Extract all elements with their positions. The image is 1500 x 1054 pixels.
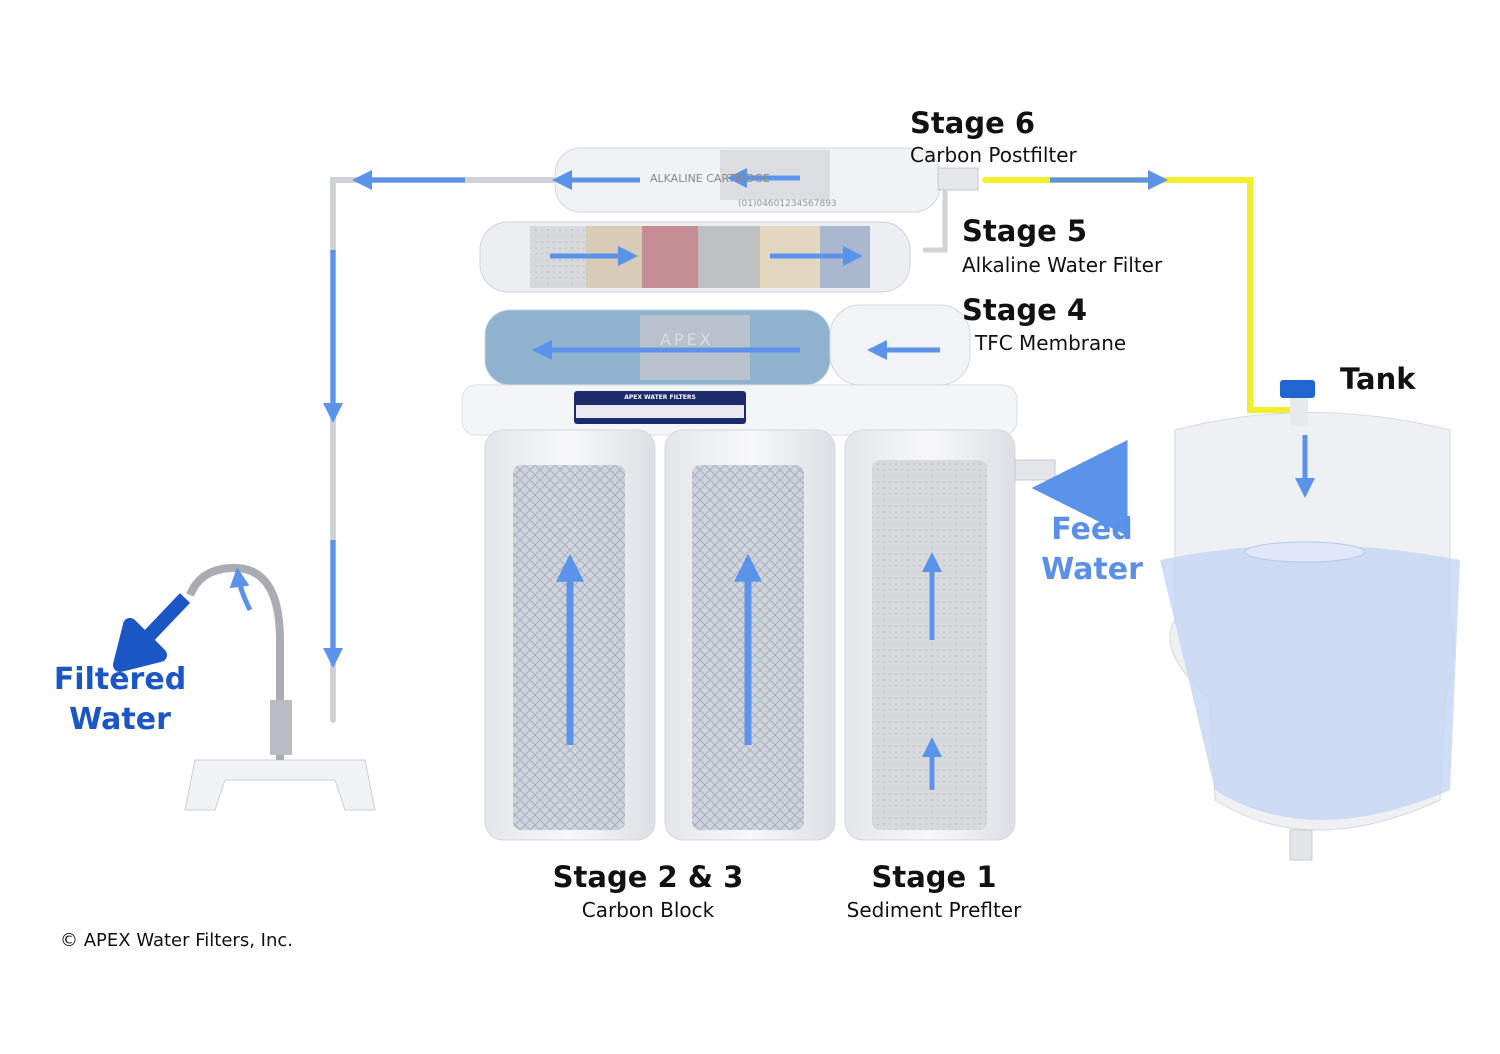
stage6-title: Stage 6: [910, 106, 1036, 140]
plate-info: [576, 405, 744, 418]
plate-title: APEX WATER FILTERS: [624, 394, 696, 401]
flow-arrows: [229, 168, 1315, 790]
stage6-subtitle: Carbon Postfilter: [910, 143, 1077, 167]
stage5-title: Stage 5: [962, 214, 1088, 248]
cartridge-text: ALKALINE CARTRIDGE: [650, 172, 770, 185]
brand-plate: APEX WATER FILTERS: [574, 391, 746, 424]
feed-water-label: Feed Water: [1041, 510, 1143, 590]
stage4-title: Stage 4: [962, 293, 1088, 327]
stage4-subtitle: TFC Membrane: [975, 331, 1127, 355]
feed-water-line2: Water: [1041, 552, 1143, 587]
stage1-title: Stage 1: [871, 860, 997, 894]
filtered-water-line1: Filtered: [53, 662, 187, 697]
storage-tank: [1160, 380, 1460, 861]
stage23-title: Stage 2 & 3: [552, 860, 744, 894]
stage23-subtitle: Carbon Block: [581, 898, 715, 922]
copyright: © APEX Water Filters, Inc.: [60, 930, 293, 951]
tank-label: Tank: [1340, 362, 1416, 396]
stage4-membrane: [484, 304, 971, 386]
membrane-brand: APEX: [660, 330, 714, 349]
faucet: [184, 563, 376, 811]
filtered-water-label: Filtered Water: [54, 660, 186, 740]
stage5-subtitle: Alkaline Water Filter: [962, 253, 1163, 277]
stage1-subtitle: Sediment Preflter: [846, 898, 1022, 922]
filtered-water-arrow: [113, 593, 191, 672]
filtered-water-line2: Water: [69, 702, 171, 737]
feed-water-line1: Feed: [1051, 512, 1133, 547]
barcode-text: (01)04601234567893: [738, 199, 837, 209]
